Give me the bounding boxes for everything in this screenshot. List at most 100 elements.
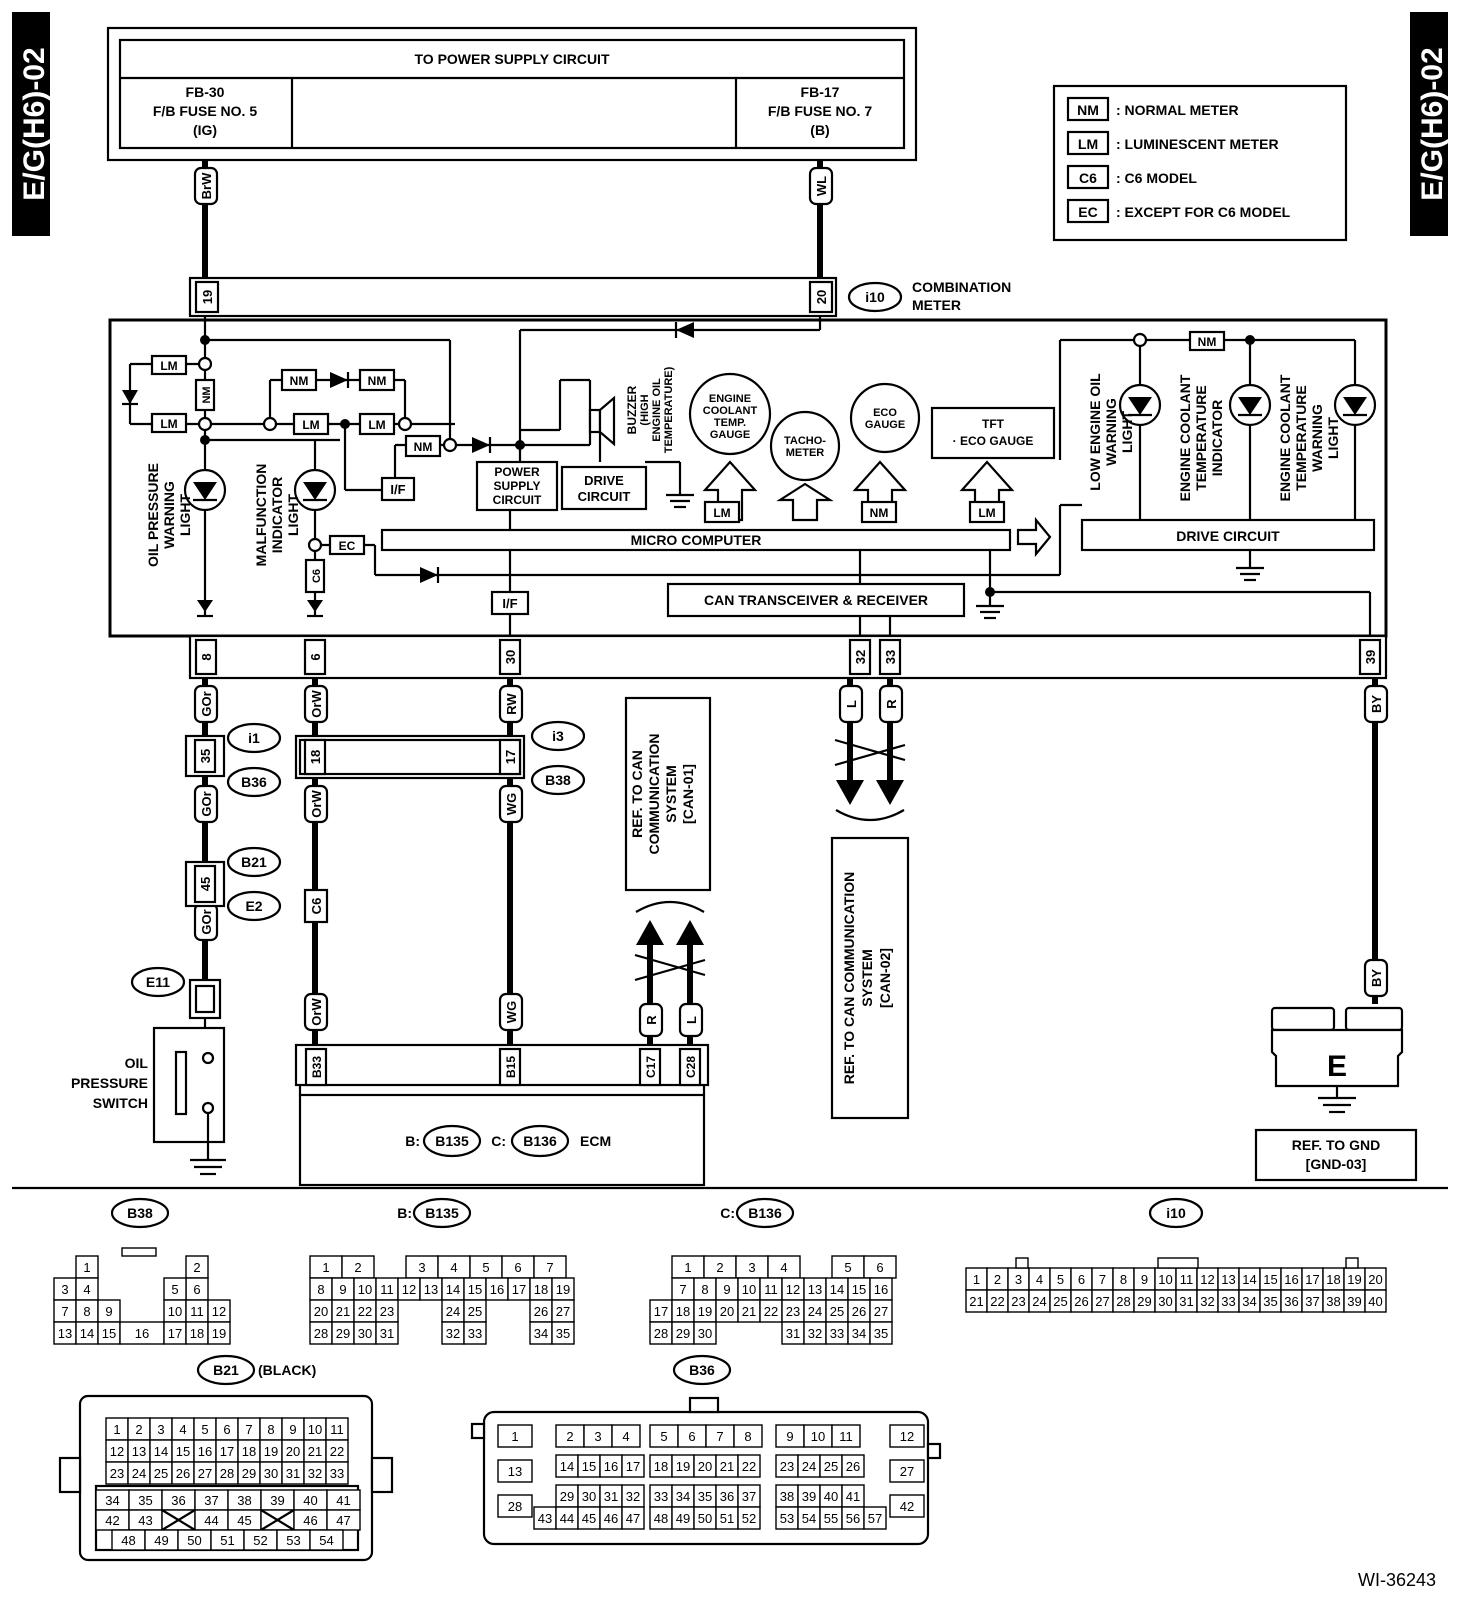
pin-number: 30: [1158, 1294, 1172, 1309]
pin-number: 12: [1200, 1272, 1214, 1287]
pin-number: 2: [135, 1422, 142, 1437]
wire-label-gor: GOr: [199, 791, 214, 816]
pin-cell: [621, 1506, 645, 1530]
switch-label-l2: PRESSURE: [71, 1075, 148, 1091]
pin-number: 31: [786, 1326, 800, 1341]
legend-text: : EXCEPT FOR C6 MODEL: [1116, 204, 1291, 220]
svg-text:CIRCUIT: CIRCUIT: [578, 489, 631, 504]
pin-number: 41: [336, 1493, 350, 1508]
pin-number: 44: [560, 1511, 574, 1526]
pin-number: 16: [490, 1282, 504, 1297]
pin-number: 6: [876, 1260, 883, 1275]
pin-number: 10: [1158, 1272, 1172, 1287]
svg-text:TEMPERATURE: TEMPERATURE: [1293, 385, 1309, 491]
pin-cell: [207, 1321, 231, 1345]
pin-number: 19: [676, 1459, 690, 1474]
svg-text:(BLACK): (BLACK): [258, 1362, 316, 1378]
pin-number: 18: [534, 1282, 548, 1297]
pin-cell: [463, 1321, 487, 1345]
svg-text:COMMUNICATION: COMMUNICATION: [646, 733, 662, 854]
pin-number: 50: [187, 1533, 201, 1548]
pin-number: 34: [534, 1326, 548, 1341]
side-tab-right-label: E/G(H6)-02: [1416, 47, 1449, 200]
drive-circuit-right-block: DRIVE CIRCUIT: [1080, 518, 1376, 552]
wire-label-r: R: [644, 1015, 659, 1025]
pin-number: 3: [157, 1422, 164, 1437]
pin-number: 18: [242, 1444, 256, 1459]
pin-number: 56: [846, 1511, 860, 1526]
pin-number: 52: [253, 1533, 267, 1548]
svg-text:B36: B36: [689, 1362, 715, 1378]
pin-number: 28: [1116, 1294, 1130, 1309]
low-oil-led: [1118, 383, 1162, 427]
pin-number: 5: [201, 1422, 208, 1437]
mil-led: [293, 468, 337, 512]
pin-number: 19: [698, 1304, 712, 1319]
pin-number: 41: [846, 1489, 860, 1504]
pin-number: 28: [314, 1326, 328, 1341]
pin-number: 25: [468, 1304, 482, 1319]
connector-i10: i10: [847, 281, 903, 313]
wire-label-wg: WG: [504, 1001, 519, 1023]
pin-number: 13: [808, 1282, 822, 1297]
connector-tag-b38: B38: [530, 764, 586, 796]
pin-number: 32: [808, 1326, 822, 1341]
pin-number: 8: [317, 1282, 324, 1297]
pin-number: 12: [900, 1429, 914, 1444]
wire-tags: GOr OrW RW L R BY GOr OrW WG GOr C6 OrW …: [193, 684, 1389, 1038]
pin-number: 7: [679, 1282, 686, 1297]
svg-text:B33: B33: [310, 1056, 324, 1078]
svg-text:SYSTEM: SYSTEM: [859, 949, 875, 1007]
pin-number: 52: [742, 1511, 756, 1526]
pin-number: 22: [330, 1444, 344, 1459]
pin-number: 17: [512, 1282, 526, 1297]
tag-if: I/F: [502, 596, 517, 611]
svg-text:B21: B21: [213, 1362, 239, 1378]
pin-number: 15: [176, 1444, 190, 1459]
pin-number: 9: [786, 1429, 793, 1444]
svg-text:18: 18: [308, 750, 323, 764]
tachometer-gauge: TACHO- METER: [769, 410, 841, 482]
connector-tag-b21: B21: [226, 846, 282, 878]
legend-text: : LUMINESCENT METER: [1116, 136, 1279, 152]
pin-number: 29: [676, 1326, 690, 1341]
pin-number: 49: [154, 1533, 168, 1548]
svg-text:B136: B136: [748, 1205, 782, 1221]
svg-text:METER: METER: [786, 447, 825, 459]
pin-number: 17: [626, 1459, 640, 1474]
pin-number: 16: [604, 1459, 618, 1474]
ground-terminal-e: E REF. TO GND [GND-03]: [1254, 1006, 1418, 1182]
pin-number: 1: [511, 1429, 518, 1444]
svg-text:MICRO COMPUTER: MICRO COMPUTER: [631, 532, 762, 548]
pin-number: 5: [1057, 1272, 1064, 1287]
pin-number: 4: [622, 1429, 629, 1444]
legend-code: EC: [1078, 204, 1097, 220]
pin-number: 44: [204, 1513, 218, 1528]
pin-number: 15: [102, 1326, 116, 1341]
pin-number: 35: [138, 1493, 152, 1508]
pin-number: 33: [830, 1326, 844, 1341]
pin-number: 25: [824, 1459, 838, 1474]
pin-number: 12: [110, 1444, 124, 1459]
svg-text:C28: C28: [684, 1056, 698, 1078]
pin-number: 15: [468, 1282, 482, 1297]
coolant-temp-gauge: ENGINE COOLANT TEMP. GAUGE: [688, 372, 772, 456]
legend-code: LM: [1078, 136, 1098, 152]
pin-number: 16: [874, 1282, 888, 1297]
svg-text:i1: i1: [248, 730, 260, 746]
connector-tag-i1: i1: [226, 722, 282, 754]
legend-item-ec: EC : EXCEPT FOR C6 MODEL: [1066, 198, 1291, 224]
pin-number: 30: [358, 1326, 372, 1341]
pin-number: 10: [742, 1282, 756, 1297]
side-tab-left-label: E/G(H6)-02: [18, 47, 51, 200]
svg-text:33: 33: [883, 650, 898, 664]
pin-number: 18: [676, 1304, 690, 1319]
pin-number: 37: [742, 1489, 756, 1504]
meter-internal-wiring: [122, 316, 1372, 636]
pin-number: 30: [698, 1326, 712, 1341]
pin-number: 40: [824, 1489, 838, 1504]
pin-number: 24: [1032, 1294, 1046, 1309]
meter-label-l2: METER: [912, 297, 961, 313]
pin-number: 51: [720, 1511, 734, 1526]
svg-text:REF. TO CAN COMMUNICATION: REF. TO CAN COMMUNICATION: [841, 872, 857, 1085]
